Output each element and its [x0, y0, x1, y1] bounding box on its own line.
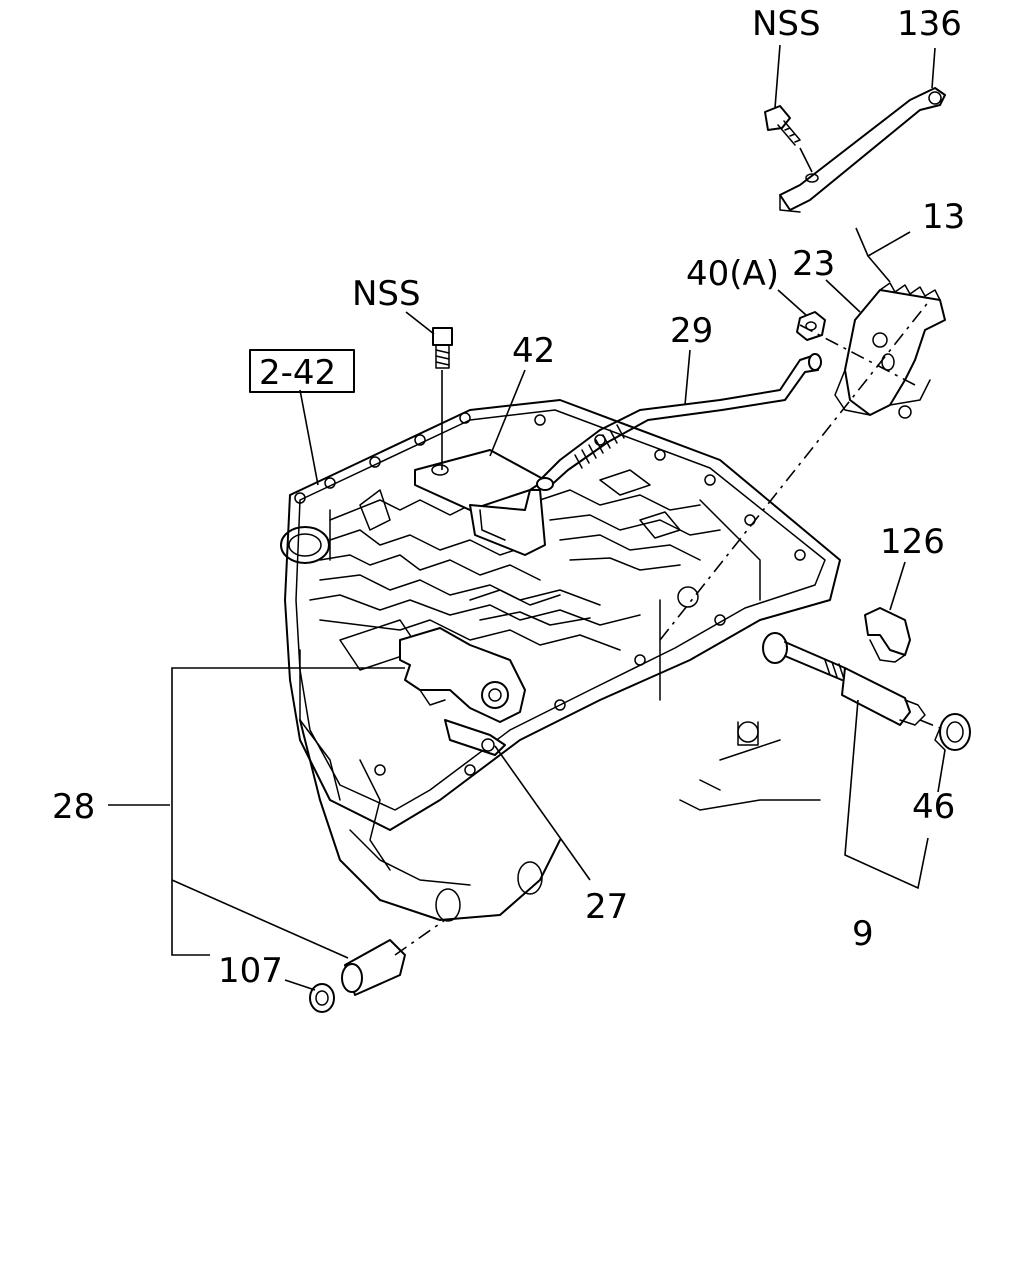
callout-42: 42: [512, 331, 555, 371]
washer-part-46: [934, 713, 971, 751]
callout-23: 23: [792, 244, 835, 284]
callout-ref-box: 2-42: [259, 353, 336, 393]
rod-thread: [574, 424, 625, 469]
ref-box-frame: [249, 349, 355, 393]
callout-40a: 40(A): [686, 254, 779, 294]
pin-part-27: [444, 719, 506, 756]
callout-46: 46: [912, 787, 955, 827]
bracket-part-42: [414, 449, 546, 556]
rod-part-29: [536, 353, 822, 491]
callout-nss-mid: NSS: [352, 274, 421, 314]
parking-link-part-136: [779, 87, 946, 213]
callout-126: 126: [880, 522, 945, 562]
valve-body-assembly: [280, 399, 841, 922]
leader-lines: [108, 44, 946, 991]
bushing-part-107: [309, 939, 406, 1013]
lever-part-28: [399, 627, 526, 723]
valve-passages: [309, 469, 721, 651]
centerline-bushing: [394, 919, 446, 956]
callout-27: 27: [585, 887, 628, 927]
callout-136: 136: [897, 4, 962, 44]
callout-28: 28: [52, 787, 95, 827]
callout-107: 107: [218, 951, 283, 991]
centerline-nut: [799, 324, 916, 386]
callout-29: 29: [670, 311, 713, 351]
callout-13: 13: [922, 197, 965, 237]
shaft-part-9: [762, 632, 926, 726]
clip-part-126: [864, 607, 911, 663]
bolt-nss-top: [764, 105, 813, 173]
callout-nss-top: NSS: [752, 4, 821, 44]
bolt-nss-mid: [432, 327, 453, 470]
detent-lever-part-23: [834, 282, 946, 419]
centerline-lever-to-link: [659, 299, 931, 641]
callout-9: 9: [852, 914, 874, 954]
centerline-washer: [919, 719, 946, 731]
